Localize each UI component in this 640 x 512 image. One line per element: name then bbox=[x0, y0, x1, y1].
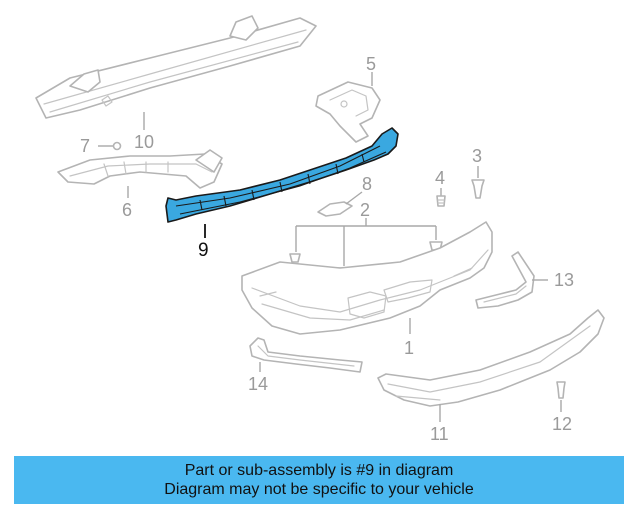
callout-3: 3 bbox=[472, 146, 482, 166]
callout-9: 9 bbox=[198, 240, 209, 261]
part-12-fastener[interactable] bbox=[556, 381, 566, 412]
part-3-push-pin[interactable] bbox=[471, 166, 485, 199]
callout-7: 7 bbox=[80, 136, 90, 156]
callout-1: 1 bbox=[404, 338, 414, 358]
callout-2: 2 bbox=[360, 200, 370, 220]
callout-10: 10 bbox=[134, 132, 154, 152]
part-14-lower-molding[interactable] bbox=[249, 337, 363, 373]
part-10-impact-bar[interactable] bbox=[35, 15, 317, 119]
part-8-clip[interactable] bbox=[317, 191, 363, 217]
info-banner: Part or sub-assembly is #9 in diagram Di… bbox=[14, 456, 624, 504]
part-13-side-molding[interactable] bbox=[475, 251, 548, 309]
callout-12: 12 bbox=[552, 414, 572, 434]
part-6-side-bracket[interactable] bbox=[57, 149, 223, 189]
part-11-valance[interactable] bbox=[377, 309, 605, 422]
part-5-bracket[interactable] bbox=[315, 81, 381, 143]
callout-13: 13 bbox=[554, 270, 574, 290]
banner-line-1: Part or sub-assembly is #9 in diagram bbox=[184, 462, 454, 479]
part-4-screw[interactable] bbox=[436, 188, 446, 207]
callout-6: 6 bbox=[122, 200, 132, 220]
part-7-bolt[interactable] bbox=[98, 141, 122, 151]
banner-line-2: Diagram may not be specific to your vehi… bbox=[164, 481, 474, 498]
part-9-energy-absorber[interactable] bbox=[165, 127, 399, 223]
callout-8: 8 bbox=[362, 174, 372, 194]
callout-11: 11 bbox=[430, 424, 449, 444]
callout-4: 4 bbox=[435, 168, 445, 188]
parts-diagram: 1 2 3 4 5 6 7 8 9 10 11 12 13 14 bbox=[35, 15, 605, 444]
callout-5: 5 bbox=[366, 54, 376, 74]
part-1-bumper-cover[interactable] bbox=[241, 221, 493, 335]
callout-14: 14 bbox=[248, 374, 268, 394]
